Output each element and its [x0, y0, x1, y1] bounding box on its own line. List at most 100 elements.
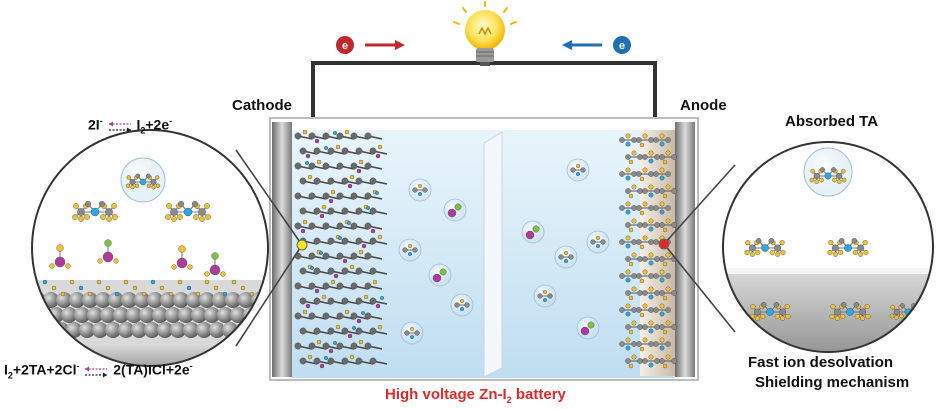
carbon-chain — [322, 341, 341, 354]
carbon-sphere — [69, 292, 85, 308]
ta-adsorbed — [619, 201, 637, 215]
carbon-sphere — [165, 307, 181, 323]
carbon-chain — [313, 204, 332, 219]
carbon-chain — [364, 279, 383, 290]
ta-adsorbed — [653, 133, 671, 147]
carbon-chain — [308, 132, 327, 144]
ta-molecule — [809, 167, 847, 184]
ta-molecule — [827, 238, 869, 257]
ta-adsorbed — [659, 184, 677, 199]
carbon-chain — [308, 249, 327, 260]
carbon-chain — [299, 297, 318, 309]
carbon-chain — [308, 282, 327, 294]
carbon-chain — [336, 252, 355, 264]
ta-adsorbed — [625, 354, 643, 369]
solvated-bubble — [521, 220, 545, 244]
ta-adsorbed — [653, 167, 671, 181]
carbon-sphere — [157, 322, 173, 338]
carbon-sphere — [139, 307, 155, 323]
anode-ta-layer — [619, 130, 677, 376]
ta-adsorbed — [653, 269, 671, 283]
carbon-chain — [327, 357, 346, 365]
carbon-chain — [336, 282, 355, 290]
carbon-chain — [308, 159, 327, 170]
carbon-chain — [327, 207, 346, 215]
carbon-sphere — [147, 292, 163, 308]
carbon-sphere — [217, 307, 233, 323]
ta-adsorbed — [619, 269, 637, 283]
ta-adsorbed — [625, 218, 643, 233]
carbon-chain — [313, 145, 332, 155]
solvated-bubble — [533, 284, 557, 308]
carbon-chain — [364, 222, 383, 234]
lightbulb-icon — [453, 1, 517, 66]
ta-molecule — [744, 238, 786, 257]
carbon-chain — [369, 357, 388, 365]
ta-adsorbed — [659, 218, 677, 233]
carbon-chain — [327, 234, 346, 245]
anode-label: Anode — [680, 97, 727, 114]
ta-adsorbed — [636, 235, 654, 250]
carbon-chain — [313, 177, 332, 185]
carbon-chain — [369, 234, 388, 245]
carbon-sphere — [131, 322, 147, 338]
equation-interhalogen: I2+2TA+2Cl- 2(TA)ICl+2e- — [4, 361, 193, 381]
ta-adsorbed — [642, 286, 660, 300]
carbon-chain — [308, 192, 327, 200]
ta-adsorbed — [653, 201, 671, 215]
equation-iodide-oxidation: 2I- I2+2e- — [88, 116, 173, 136]
carbon-chain — [308, 339, 327, 350]
ta-adsorbed — [619, 303, 637, 317]
carbon-chain — [299, 264, 318, 275]
solvated-bubble — [443, 198, 467, 222]
carbon-chain — [336, 192, 355, 200]
carbon-sphere — [87, 307, 103, 323]
carbon-chain — [327, 324, 346, 335]
carbon-chain — [327, 297, 346, 305]
carbon-chain — [355, 177, 374, 185]
carbon-chain — [299, 354, 318, 365]
carbon-chain — [355, 327, 374, 335]
carbon-sphere — [100, 307, 116, 323]
carbon-chain — [308, 222, 327, 230]
carbon-sphere — [199, 292, 215, 308]
cathode-zoom-circle — [31, 129, 269, 367]
electron-label: e — [342, 40, 348, 52]
carbon-chain — [313, 237, 332, 245]
carbon-sphere — [173, 292, 189, 308]
carbon-sphere — [204, 307, 220, 323]
separator — [483, 131, 503, 378]
ta-adsorbed — [642, 320, 660, 334]
battery-cell — [269, 117, 699, 381]
solvated-bubble — [803, 147, 853, 197]
ta-molecule — [72, 200, 118, 222]
arrow-right-icon — [365, 40, 405, 50]
ta-molecule — [749, 302, 791, 321]
arrow-left-icon — [562, 40, 602, 50]
solvated-bubble — [554, 245, 578, 269]
carbon-chain — [327, 267, 346, 279]
carbon-chain — [341, 264, 360, 275]
carbon-chain — [350, 192, 369, 200]
cathode-collector — [272, 122, 292, 377]
ta-molecule — [125, 173, 161, 190]
carbon-sphere — [191, 307, 207, 323]
electron-icon — [613, 36, 631, 54]
carbon-sphere — [160, 292, 176, 308]
carbon-chain — [369, 324, 388, 335]
solvated-species — [398, 158, 610, 345]
carbon-chain — [294, 160, 313, 170]
carbon-sphere — [238, 292, 254, 308]
ta-adsorbed — [625, 252, 643, 267]
carbon-sphere — [118, 322, 134, 338]
ta-adsorbed — [659, 354, 677, 369]
carbon-chain — [336, 309, 355, 320]
solvated-bubble — [408, 178, 432, 202]
carbon-chain — [341, 174, 360, 189]
carbon-chain — [294, 282, 313, 290]
ta-adsorbed — [636, 133, 654, 148]
carbon-sphere — [152, 307, 168, 323]
carbon-sphere — [196, 322, 212, 338]
carbon-chain — [322, 279, 341, 290]
ta-adsorbed — [625, 320, 643, 335]
